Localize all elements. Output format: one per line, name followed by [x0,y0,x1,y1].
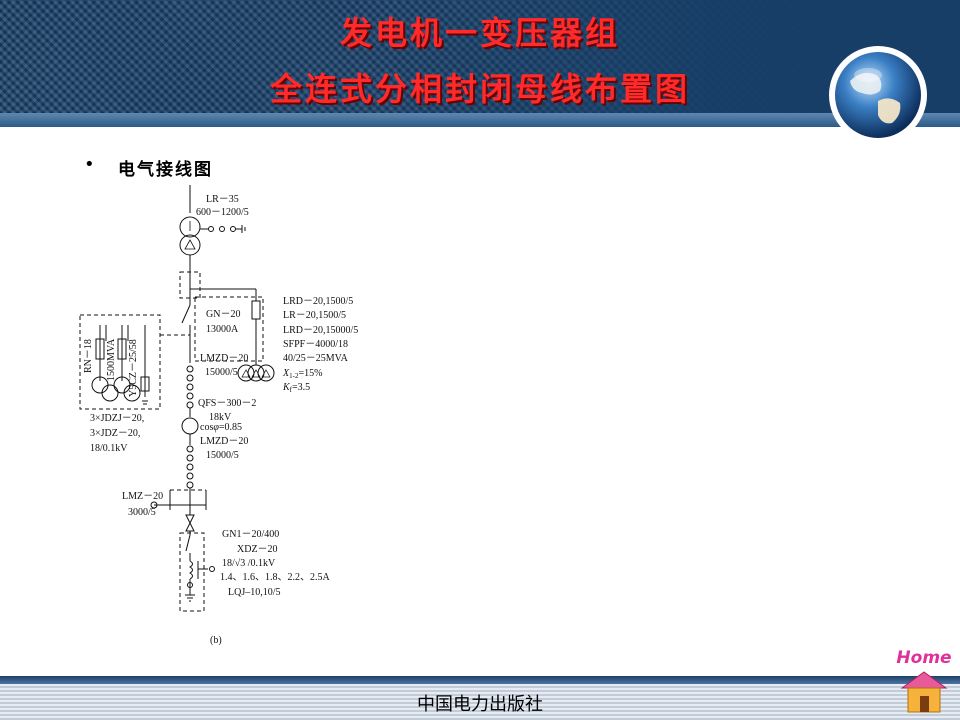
label-jdz: 3×JDZ－20, [90,428,140,439]
label-gn20: GN－20 [206,309,240,320]
label-kf: Kf=3.5 [282,382,310,394]
label-lrd20-15000: LRD－20,15000/5 [283,325,358,336]
globe-icon [829,46,927,144]
bullet-marker: • [84,154,95,175]
label-lmzd20-bot-ratio: 15000/5 [206,450,239,461]
page-title-line2: 全连式分相封闭母线布置图 [269,70,690,108]
home-label: Home [896,648,952,668]
label-rn18: RN－18 [83,339,94,373]
label-lr35: LR－35 [206,194,239,205]
footer-stripe [0,676,960,684]
header-banner [0,0,960,127]
label-1500mva: 1500MVA [106,338,117,381]
label-x12: X1-2=15% [282,368,322,380]
label-xdz-taps: 1.4、1.6、1.8、2.2、2.5A [220,572,330,583]
label-sfpf: SFPF－4000/18 [283,339,348,350]
label-xdz-kv: 18/√3 /0.1kV [222,558,276,569]
top-transformer-upper [179,216,201,238]
section-heading: 电气接线图 [118,160,213,180]
label-y5cz: Y5CZ－25/58 [128,339,139,397]
top-transformer-lower [179,234,201,256]
label-lmzd20-bot: LMZD－20 [200,436,248,447]
label-mva: 40/25－25MVA [283,353,349,364]
diagram-caption: (b) [210,635,222,646]
label-lr35-ratio: 600－1200/5 [196,207,249,218]
header-stripe [0,113,960,127]
label-jdz-kv: 18/0.1kV [90,443,128,454]
label-gn1: GN1－20/400 [222,529,279,540]
label-qfs: QFS－300－2 [198,398,256,409]
home-button[interactable]: Home [892,648,956,714]
label-jdzj: 3×JDZJ－20, [90,413,144,424]
label-lrd20-1500: LRD－20,1500/5 [283,296,353,307]
label-xdz: XDZ－20 [237,544,278,555]
wiring-diagram: LR－35 600－1200/5 LRD－20,1500/5 LR－20,150… [79,185,358,646]
label-cosphi: cosφ=0.85 [200,422,242,433]
label-qfs-kv: 18kV [209,412,232,423]
label-lr20-1500: LR－20,1500/5 [283,310,346,321]
publisher-name: 中国电力出版社 [417,694,543,715]
home-icon [900,671,948,713]
page-title-line1: 发电机一变压器组 [339,14,620,52]
label-lmz20: LMZ－20 [122,491,163,502]
label-lmzd20-top: LMZD－20 [200,353,248,364]
label-lqj: LQJ–10,10/5 [228,587,281,598]
label-gn20-rating: 13000A [206,324,239,335]
label-lmzd20-top-ratio: 15000/5 [205,367,238,378]
label-lmz20-ratio: 3000/5 [128,507,156,518]
